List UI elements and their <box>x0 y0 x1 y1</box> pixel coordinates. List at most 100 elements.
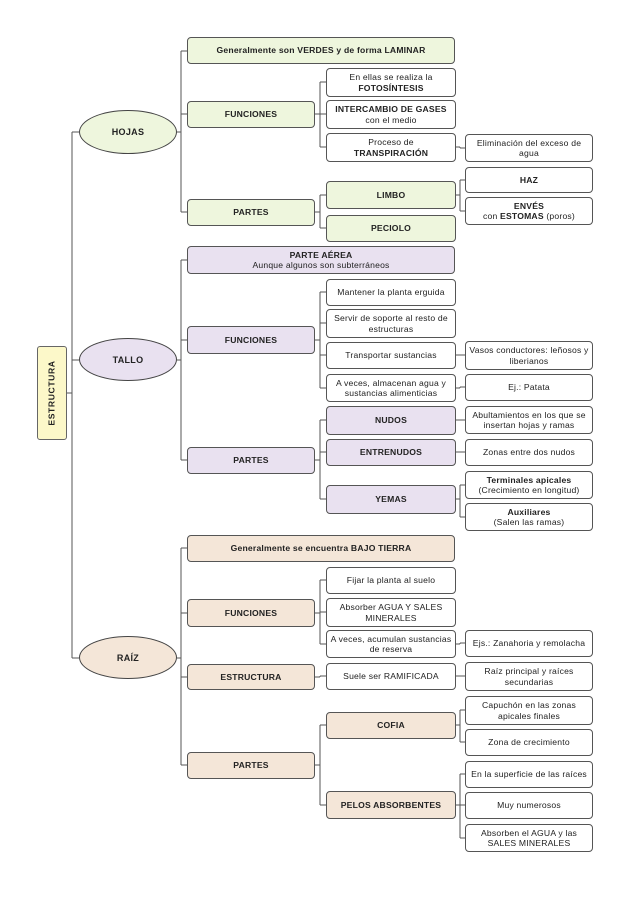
entrenudos-label: ENTRENUDOS <box>359 447 423 458</box>
hojas-limbo: LIMBO <box>326 181 456 209</box>
hojas-funciones-label: FUNCIONES <box>224 109 278 120</box>
root-label: ESTRUCTURA <box>47 360 58 426</box>
enves-label: ENVÉS <box>513 200 545 211</box>
reserva-note-text: Ejs.: Zanahoria y remolacha <box>472 638 586 649</box>
tallo-yemas: YEMAS <box>326 485 456 514</box>
reserva-note: Ejs.: Zanahoria y remolacha <box>465 630 593 657</box>
tallo-funciones-label: FUNCIONES <box>224 334 278 345</box>
hojas-label: HOJAS <box>111 127 145 137</box>
fijar-text: Fijar la planta al suelo <box>346 575 436 586</box>
tallo-funcion-almacen: A veces, almacenan agua y sustancias ali… <box>326 374 456 402</box>
transpiracion-note-text: Eliminación del exceso de agua <box>476 137 582 158</box>
entrenudos-note-text: Zonas entre dos nudos <box>482 447 576 458</box>
transpiracion-note: Eliminación del exceso de agua <box>465 134 593 162</box>
raiz-cofia: COFIA <box>326 712 456 739</box>
tallo-partes-label: PARTES <box>233 455 269 466</box>
tallo-node: TALLO <box>79 338 177 381</box>
capuchon-text: Capuchón en las zonas apicales finales <box>481 700 577 721</box>
fotosintesis-bold: FOTOSÍNTESIS <box>358 82 424 93</box>
root-estructura-box: ESTRUCTURA <box>37 346 67 440</box>
intercambio-bold: INTERCAMBIO DE GASES <box>335 104 447 115</box>
raiz-pelos: PELOS ABSORBENTES <box>326 791 456 819</box>
hojas-intro-text: Generalmente son VERDES y de forma LAMIN… <box>216 45 426 56</box>
absorben-text: Absorben el AGUA y las SALES MINERALES <box>480 827 578 848</box>
raiz-partes-label: PARTES <box>233 760 269 771</box>
numerosos-text: Muy numerosos <box>497 800 561 811</box>
raiz-intro-text: Generalmente se encuentra BAJO TIERRA <box>230 543 412 554</box>
peciolo-label: PECIOLO <box>370 223 412 234</box>
tallo-label: TALLO <box>112 354 144 365</box>
raiz-estructura-note-text: Raíz principal y raíces secundarias <box>484 666 574 687</box>
limbo-label: LIMBO <box>376 189 406 200</box>
hojas-intro: Generalmente son VERDES y de forma LAMIN… <box>187 37 455 64</box>
yemas-label: YEMAS <box>375 494 407 505</box>
reserva-text: A veces, acumulan sustancias de reserva <box>330 633 452 654</box>
terminales-label: Terminales apicales <box>486 474 572 485</box>
enves-sub: con ESTOMAS (poros) <box>483 211 575 221</box>
tallo-funcion-transporte: Transportar sustancias <box>326 342 456 369</box>
tallo-entrenudos: ENTRENUDOS <box>326 439 456 466</box>
transporte-text: Transportar sustancias <box>345 350 437 361</box>
nudos-label: NUDOS <box>374 415 408 426</box>
raiz-estructura-note: Raíz principal y raíces secundarias <box>465 662 593 691</box>
raiz-funcion-reserva: A veces, acumulan sustancias de reserva <box>326 630 456 658</box>
almacen-note-text: Ej.: Patata <box>508 382 550 393</box>
pelos-item-numerosos: Muy numerosos <box>465 792 593 819</box>
limbo-haz: HAZ <box>465 167 593 193</box>
raiz-node: RAÍZ <box>79 636 177 679</box>
raiz-intro: Generalmente se encuentra BAJO TIERRA <box>187 535 455 562</box>
raiz-estructura-label: ESTRUCTURA <box>220 671 282 682</box>
raiz-funcion-fijar: Fijar la planta al suelo <box>326 567 456 594</box>
auxiliares-label: Auxiliares <box>507 506 551 517</box>
auxiliares-sub: (Salen las ramas) <box>493 517 565 527</box>
erguida-text: Mantener la planta erguida <box>337 287 445 298</box>
almacen-text: A veces, almacenan agua y sustancias ali… <box>335 377 447 398</box>
raiz-partes: PARTES <box>187 752 315 779</box>
tallo-funcion-soporte: Servir de soporte al resto de estructura… <box>326 309 456 338</box>
pelos-label: PELOS ABSORBENTES <box>340 799 442 810</box>
absorber-text: Absorber AGUA Y SALES MINERALES <box>339 602 443 623</box>
yemas-auxiliares: Auxiliares(Salen las ramas) <box>465 503 593 531</box>
fotosintesis-top: En ellas se realiza la <box>349 72 433 83</box>
cofia-label: COFIA <box>377 720 405 731</box>
tallo-intro-sub: Aunque algunos son subterráneos <box>252 260 390 270</box>
yemas-terminales: Terminales apicales(Crecimiento en longi… <box>465 471 593 499</box>
transporte-note: Vasos conductores: leñosos y liberianos <box>465 341 593 370</box>
tallo-nudos: NUDOS <box>326 406 456 435</box>
raiz-estructura: ESTRUCTURA <box>187 664 315 690</box>
pelos-item-absorben: Absorben el AGUA y las SALES MINERALES <box>465 824 593 852</box>
tallo-partes: PARTES <box>187 447 315 474</box>
nudos-note-text: Abultamientos en los que se insertan hoj… <box>472 409 586 430</box>
tallo-funcion-erguida: Mantener la planta erguida <box>326 279 456 306</box>
entrenudos-note: Zonas entre dos nudos <box>465 439 593 466</box>
cofia-item-capuchon: Capuchón en las zonas apicales finales <box>465 696 593 725</box>
haz-label: HAZ <box>519 174 539 185</box>
superficie-text: En la superficie de las raíces <box>471 769 587 780</box>
raiz-label: RAÍZ <box>116 652 140 663</box>
raiz-ramificada: Suele ser RAMIFICADA <box>326 663 456 690</box>
hojas-node: HOJAS <box>79 110 177 154</box>
raiz-funciones-label: FUNCIONES <box>224 607 278 618</box>
cofia-item-crecimiento: Zona de crecimiento <box>465 729 593 756</box>
hojas-peciolo: PECIOLO <box>326 215 456 242</box>
tallo-intro-bold: PARTE AÉREA <box>289 249 353 260</box>
hojas-partes: PARTES <box>187 199 315 226</box>
intercambio-bottom: con el medio <box>365 114 417 125</box>
transpiracion-top: Proceso de <box>368 137 414 148</box>
raiz-funciones: FUNCIONES <box>187 599 315 627</box>
pelos-item-superficie: En la superficie de las raíces <box>465 761 593 788</box>
tallo-funciones: FUNCIONES <box>187 326 315 354</box>
soporte-text: Servir de soporte al resto de estructura… <box>334 313 448 334</box>
enves-sub-post: (poros) <box>543 211 575 221</box>
terminales-sub: (Crecimiento en longitud) <box>478 485 580 495</box>
transpiracion-bold: TRANSPIRACIÓN <box>353 147 429 158</box>
ramificada-text: Suele ser RAMIFICADA <box>343 671 439 682</box>
almacen-note: Ej.: Patata <box>465 374 593 401</box>
hojas-funciones: FUNCIONES <box>187 101 315 128</box>
